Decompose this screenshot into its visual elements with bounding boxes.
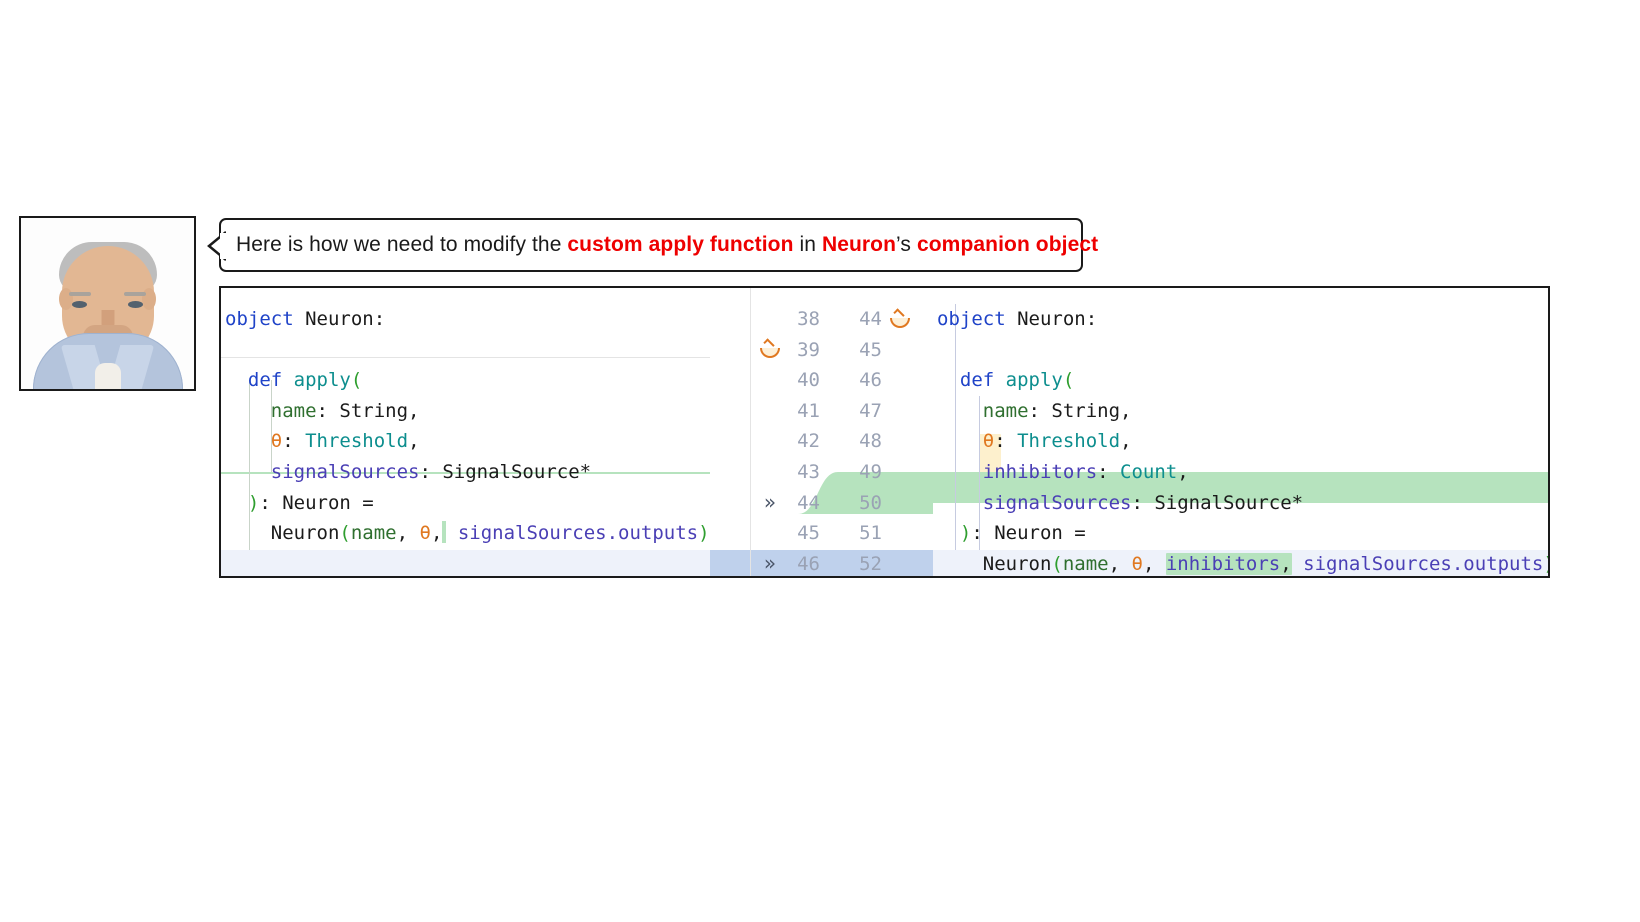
code-line: object Neuron: [937,308,1098,330]
gutter-row[interactable]: » 44 50 [710,488,933,519]
gutter-row[interactable]: 41 47 [710,396,933,427]
line-number-old: 40 [797,369,820,392]
code-line: signalSources: SignalSource* [270,460,592,483]
chevron-double-right-icon[interactable]: » [763,551,777,576]
line-number-new: 47 [859,399,882,422]
line-number-old: 39 [797,338,820,361]
gutter-row[interactable]: 40 46 [710,365,933,396]
line-number-new: 46 [859,369,882,392]
code-diff-panel: object Neuron: def apply( name: String, … [219,286,1550,578]
portrait-eye-right [128,301,143,308]
line-number-new: 48 [859,430,882,453]
apply-change-chevron[interactable]: » [758,548,782,576]
after-code-pane[interactable]: object Neuron: def apply( name: String, … [933,288,1548,576]
code-line: ): Neuron = [959,522,1086,545]
gutter-row[interactable]: 38 44 [710,304,933,335]
speech-bubble-tail-icon [207,231,226,261]
gutter-row-added[interactable]: 43 49 [710,457,933,488]
code-line: def apply( [959,369,1075,392]
line-number-old: 43 [797,460,820,483]
line-number-new: 51 [859,522,882,545]
bubble-seg-2: in [793,233,822,256]
fold-toggle-old[interactable] [758,335,782,366]
insert-caret [442,521,447,544]
speech-bubble: Here is how we need to modify the custom… [219,218,1098,272]
fold-collapse-icon[interactable] [890,307,910,329]
line-number-old: 41 [797,399,820,422]
line-number-new: 49 [859,460,882,483]
bubble-seg-5-emphasis: companion object [916,233,1099,256]
before-code-pane[interactable]: object Neuron: def apply( name: String, … [221,288,710,576]
portrait-eye-left [72,301,87,308]
bubble-seg-3-emphasis: Neuron [821,233,897,256]
added-token: inhibitors [1165,552,1281,575]
portrait-brow-right [124,292,146,296]
code-line: θ: Threshold, [982,430,1132,453]
speaker-headshot-photo [21,218,194,389]
code-line: object Neuron: [225,308,386,330]
gutter-row-cursor[interactable]: » 46 52 [710,549,933,576]
line-number-old: 38 [797,308,820,330]
code-line [221,335,710,366]
line-number-new: 45 [859,338,882,361]
avatar [19,216,196,391]
fold-toggle-new[interactable] [888,304,912,335]
line-number-old: 44 [797,491,820,514]
line-number-old: 46 [797,552,820,575]
code-line-cursor: Neuron(name, θ, signalSources.outputs) [270,521,710,545]
code-line [933,335,1548,366]
line-number-new: 44 [859,308,882,330]
code-line: name: String, [270,399,420,422]
bubble-seg-1-emphasis: custom apply function [567,233,794,256]
line-number-old: 42 [797,430,820,453]
line-number-new: 50 [859,491,882,514]
line-number-new: 52 [859,552,882,575]
gutter-row[interactable]: 39 45 [710,335,933,366]
portrait-brow-left [69,292,91,296]
diff-line-number-gutter[interactable]: 38 44 39 45 40 46 41 47 [710,288,933,576]
code-line: θ: Threshold, [270,430,420,453]
code-line-cursor: Neuron(name, θ, inhibitors, signalSource… [982,552,1548,575]
gutter-row[interactable]: 42 48 [710,426,933,457]
code-line: name: String, [982,399,1132,422]
code-line: def apply( [247,369,363,392]
fold-collapse-icon[interactable] [760,338,780,359]
gutter-row[interactable]: 45 51 [710,518,933,549]
line-number-old: 45 [797,522,820,545]
code-line: signalSources: SignalSource* [982,491,1304,514]
speech-bubble-text: Here is how we need to modify the custom… [236,233,1098,257]
code-line: ): Neuron = [247,491,374,514]
bubble-seg-0: Here is how we need to modify the [236,233,568,256]
portrait-undershirt [94,363,121,389]
code-line-added: inhibitors: Count, [982,460,1189,483]
bubble-seg-4: ’s [896,233,917,256]
